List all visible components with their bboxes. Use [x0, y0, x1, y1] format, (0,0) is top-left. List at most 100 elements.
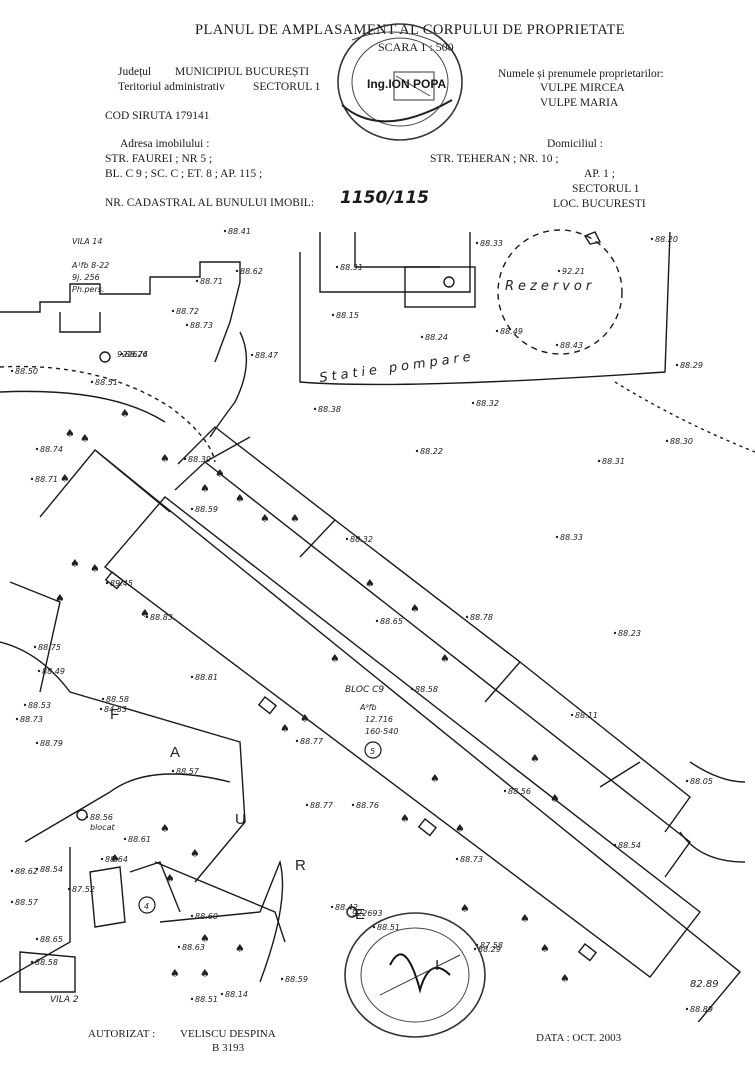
elevation-dot: [250, 353, 254, 357]
elevation-points: 88.4188.6288.7188.7288.7388.7488.5088.51…: [10, 227, 713, 1014]
address-line-1: STR. FAUREI ; NR 5 ;: [105, 153, 213, 165]
street-letter: I: [435, 957, 439, 974]
tree-icon: ♠: [215, 467, 225, 480]
elevation-dot: [67, 887, 71, 891]
blocat-label: blocat: [90, 823, 115, 832]
tree-icon: ♠: [235, 942, 245, 955]
tree-icon: ♠: [290, 512, 300, 525]
owner-1: VULPE MIRCEA: [540, 82, 625, 94]
elevation-label: 88.49: [42, 667, 65, 676]
cadastral-number: 1150/115: [340, 188, 430, 208]
tree-icon: ♠: [140, 607, 150, 620]
elevation-label: 87.52: [72, 885, 95, 894]
tree-icon: ♠: [165, 872, 175, 885]
elevation-label: 87.58: [480, 941, 503, 950]
elevation-dot: [685, 1007, 689, 1011]
engineer-stamp: [337, 23, 463, 141]
elevation-label: 88.14: [225, 990, 248, 999]
elevation-label: 88.71: [200, 277, 223, 286]
pump-station-outline: [299, 231, 671, 386]
judet-label: Județul: [118, 66, 152, 78]
elevation-label: 88.62: [240, 267, 263, 276]
elevation-label: 88.11: [575, 711, 598, 720]
tree-icon: ♠: [200, 967, 210, 980]
elevation-dot: [675, 363, 679, 367]
elevation-label: 88.59: [285, 975, 308, 984]
tree-icon: ♠: [170, 967, 180, 980]
elevation-dot: [177, 945, 181, 949]
elevation-dot: [570, 713, 574, 717]
elevation-label: 88.73: [20, 715, 43, 724]
elevation-dot: [473, 947, 477, 951]
elevation-label: 88.62: [15, 867, 38, 876]
elevation-dot: [101, 697, 105, 701]
elevation-dot: [185, 323, 189, 327]
address-label: Adresa imobilului :: [120, 138, 210, 150]
elevation-dot: [171, 309, 175, 313]
date-label: DATA : OCT. 2003: [536, 1032, 622, 1044]
elevation-label: 88.79: [40, 739, 63, 748]
elevation-label: 88.50: [15, 367, 38, 376]
elevation-label: 88.72: [176, 307, 199, 316]
tree-icon: ♠: [330, 652, 340, 665]
tree-icon: ♠: [460, 902, 470, 915]
tree-icon: ♠: [120, 407, 130, 420]
vila2-label: VILA 2: [50, 995, 79, 1005]
tree-icon: ♠: [80, 432, 90, 445]
domicile-line-1: STR. TEHERAN ; NR. 10 ;: [430, 153, 559, 165]
elevation-label: 88.73: [460, 855, 483, 864]
elevation-label: 88.15: [336, 311, 359, 320]
elevation-dot: [295, 739, 299, 743]
vila14-code: A¹fb 8-22: [71, 261, 109, 270]
street-letter: F: [110, 706, 119, 723]
elevation-label: 88.75: [38, 643, 61, 652]
elevation-label: 88.41: [228, 227, 251, 236]
elevation-label: 88.53: [28, 701, 51, 710]
elevation-label: 88.74: [125, 350, 148, 359]
elevation-dot: [10, 900, 14, 904]
site-plan-map: VILA 14 A¹fb 8-22 9j. 256 Ph.pers. 92262…: [0, 227, 755, 1022]
circle-4-label: 4: [144, 902, 149, 911]
elevation-dot: [30, 477, 34, 481]
street-letter: U: [235, 811, 246, 828]
domicile-line-4: LOC. BUCURESTI: [553, 198, 646, 210]
bloc-area: 12.716: [365, 715, 393, 724]
tree-icon: ♠: [160, 822, 170, 835]
elevation-label: 92.21: [562, 267, 585, 276]
elevation-label: 88.31: [340, 263, 363, 272]
street-letter: E: [355, 906, 365, 923]
bloc-sub: 160-540: [365, 727, 398, 736]
benchmark-2: 922693: [352, 909, 383, 918]
elevation-dot: [372, 925, 376, 929]
elevation-dot: [30, 960, 34, 964]
elevation-dot: [99, 707, 103, 711]
autorizat-label: AUTORIZAT :: [88, 1028, 156, 1040]
elevation-label: 88.89: [690, 1005, 713, 1014]
street-name-faurei: FAUREI: [110, 706, 439, 974]
tree-icon: ♠: [70, 557, 80, 570]
tree-icon: ♠: [410, 602, 420, 615]
elevation-dot: [503, 789, 507, 793]
elevation-dot: [145, 615, 149, 619]
elevation-dot: [100, 857, 104, 861]
elevation-label: 88.57: [176, 767, 200, 776]
elevation-label: 88.77: [310, 801, 334, 810]
elevation-label: 88.24: [425, 333, 448, 342]
elevation-dot: [375, 619, 379, 623]
elevation-dot: [665, 439, 669, 443]
elevation-dot: [15, 717, 19, 721]
elevation-dot: [685, 779, 689, 783]
autorizat-name: VELISCU DESPINA: [180, 1028, 276, 1040]
elevation-dot: [471, 401, 475, 405]
tree-icon: ♠: [235, 492, 245, 505]
elevation-dot: [10, 369, 14, 373]
elevation-label: 88.56: [90, 813, 113, 822]
elevation-label: 84.53: [104, 705, 127, 714]
elevation-label: 88.54: [618, 841, 641, 850]
elevation-dot: [190, 997, 194, 1001]
tree-icon: ♠: [540, 942, 550, 955]
vila14-label: VILA 14: [72, 237, 102, 246]
road-curve: [0, 365, 216, 463]
elevation-dot: [415, 449, 419, 453]
teritoriu-value: SECTORUL 1: [253, 81, 321, 93]
